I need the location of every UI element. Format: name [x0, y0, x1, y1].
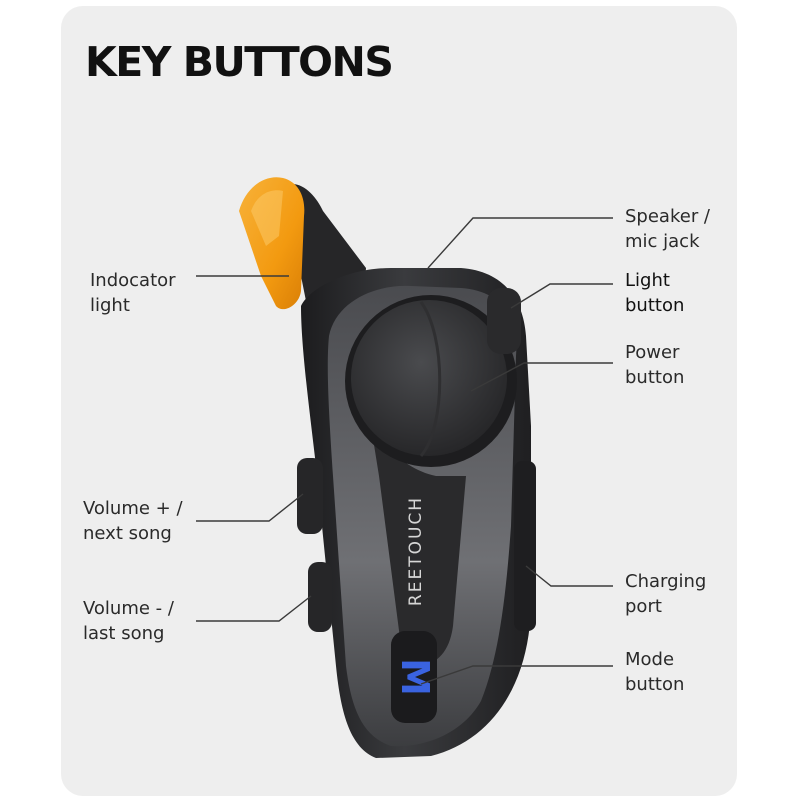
mode-button-key — [391, 631, 437, 723]
page-title: KEY BUTTONS — [85, 38, 394, 86]
label-volume-down: Volume - / last song — [83, 598, 174, 644]
leader-speaker-mic-jack — [427, 217, 613, 269]
label-light-button: Light button — [625, 270, 685, 316]
leader-light-button — [510, 283, 613, 309]
leader-lines — [196, 217, 613, 685]
label-power-button: Power button — [625, 342, 685, 388]
leader-mode-button — [420, 665, 613, 685]
diagram-card: KEY BUTTONS — [61, 6, 737, 796]
label-volume-up: Volume + / next song — [83, 498, 183, 544]
light-button-key — [487, 288, 521, 354]
brand-wordmark: REETOUCH — [406, 496, 426, 606]
device-illustration: M REETOUCH — [196, 177, 613, 758]
mode-key-glyph: M — [393, 658, 437, 696]
label-speaker-mic-jack: Speaker / mic jack — [625, 206, 710, 252]
label-charging-port: Charging port — [625, 571, 707, 617]
leader-volume-down — [196, 595, 312, 622]
charging-port-flap — [514, 461, 536, 631]
label-mode-button: Mode button — [625, 649, 685, 695]
volume-up-key — [297, 458, 323, 534]
volume-down-key — [308, 562, 332, 632]
leader-power-button — [470, 362, 613, 392]
leader-charging-port — [525, 565, 613, 587]
label-indicator-light: Indocator light — [90, 270, 176, 316]
leader-volume-up — [196, 493, 304, 522]
